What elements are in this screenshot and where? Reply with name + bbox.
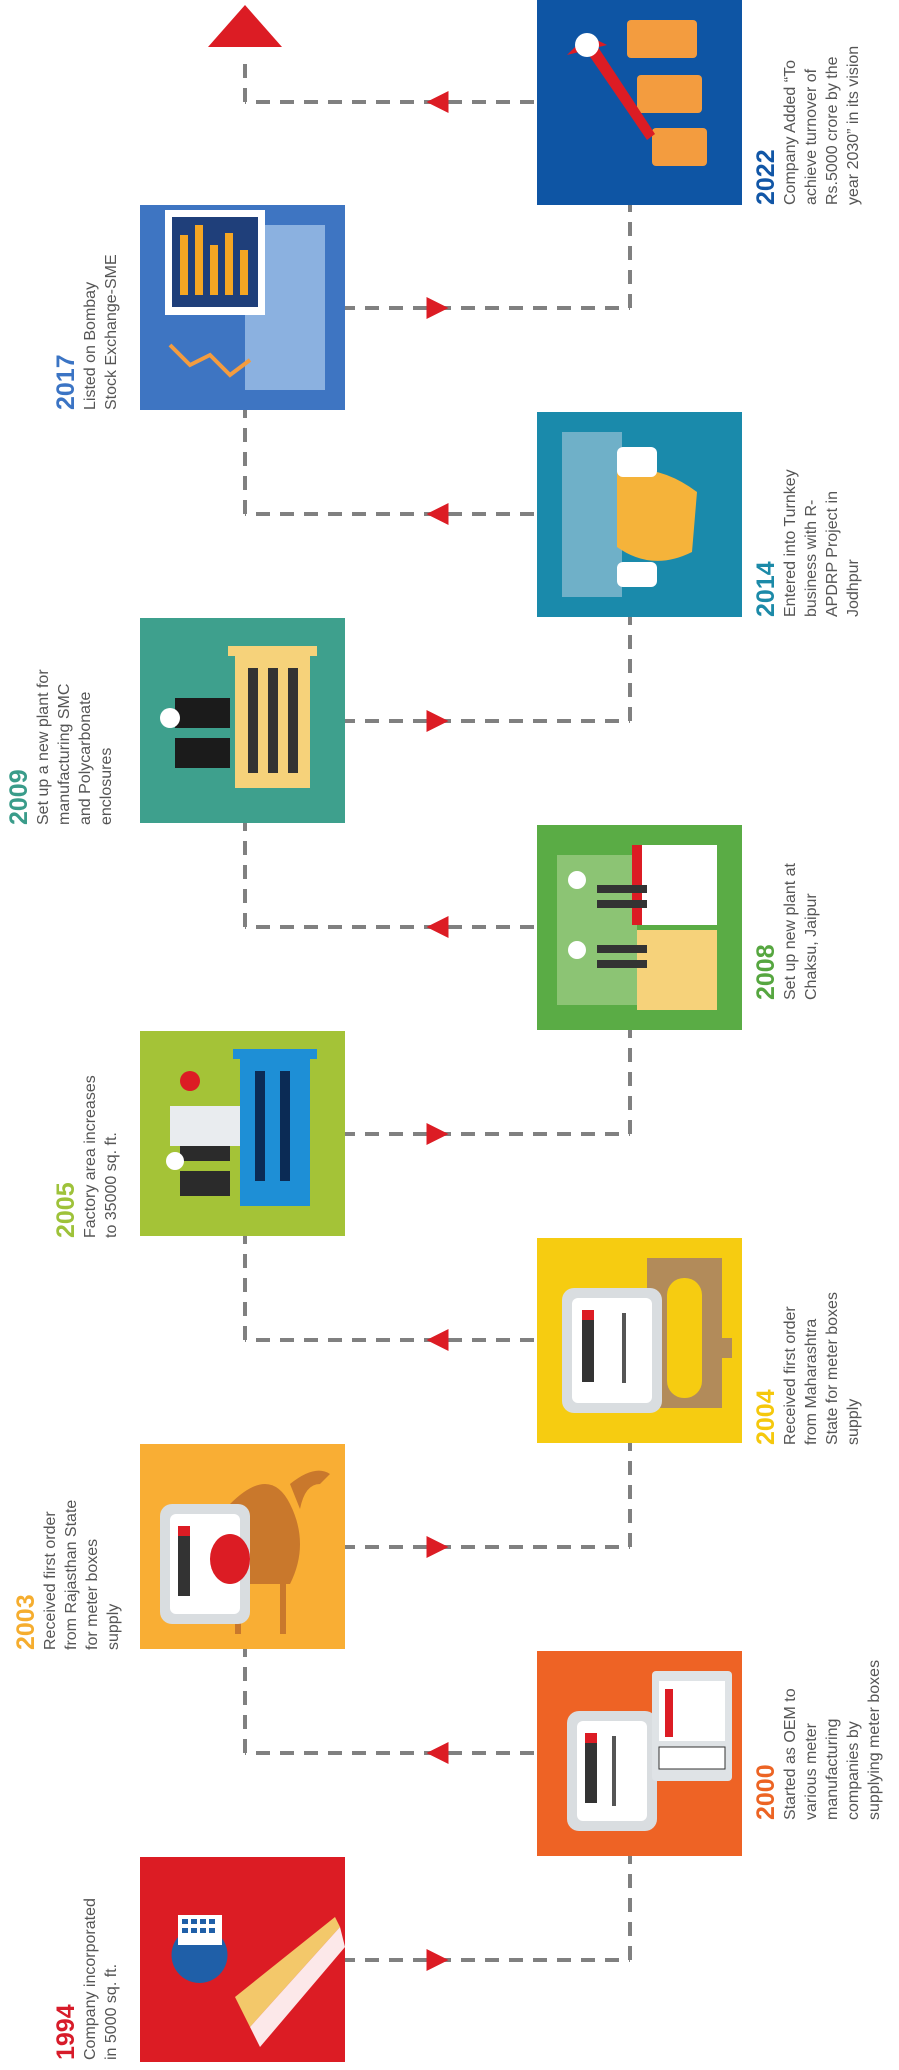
year-label: 2000 [752,1764,780,1820]
tile-2004 [537,1238,742,1443]
caption-2008: 2008 Set up new plant at Chaksu, Jaipur [752,863,822,1000]
year-label: 2004 [752,1389,780,1445]
caption-2017: 2017 Listed on Bombay Stock Exchange-SME [52,254,122,410]
caption-2005: 2005 Factory area increases to 35000 sq.… [52,1075,122,1238]
flow-arrow-icon [426,297,449,319]
caption-line: Listed on Bombay [82,281,99,410]
flow-arrow-icon [426,1329,449,1351]
flow-arrow-icon [426,916,449,938]
flow-arrow-icon [426,91,449,113]
caption-line: Set up a new plant for [35,669,52,825]
caption-line: and Polycarbonate [77,691,94,825]
tile-2017 [140,205,345,410]
flow-arrow-icon [426,1123,449,1145]
caption-line: Stock Exchange-SME [103,254,120,410]
flow-arrow-icon [426,1742,449,1764]
flow-arrow-icon [426,1949,449,1971]
tile-2003 [140,1444,345,1649]
caption-line: supply [105,1603,122,1650]
flow-arrow-icon [426,503,449,525]
caption-2014: 2014 Entered into Turnkey business with … [752,469,864,617]
caption-line: from Maharashtra [803,1318,820,1445]
caption-line: Factory area increases [82,1075,99,1238]
caption-2022: 2022 Company Added “To achieve turnover … [752,46,864,205]
flow-arrow-icon [426,1536,449,1558]
handshake-icon [537,412,742,617]
plant-palace-icon [537,825,742,1030]
year-label: 2009 [5,769,33,825]
caption-line: State for meter boxes [824,1292,841,1445]
tile-2008 [537,825,742,1030]
year-label: 2005 [52,1182,80,1238]
caption-line: Entered into Turnkey [782,469,799,617]
caption-2004: 2004 Received first order from Maharasht… [752,1292,864,1445]
tile-2000 [537,1651,742,1856]
year-label: 2014 [752,561,780,617]
year-label: 2008 [752,944,780,1000]
year-label: 2017 [52,354,80,410]
caption-2003: 2003 Received first order from Rajasthan… [12,1500,124,1650]
caption-line: business with R- [803,499,820,617]
meter-camel-icon [140,1444,345,1649]
caption-line: enclosures [98,747,115,825]
caption-line: achieve turnover of [803,68,820,205]
caption-line: Rs.5000 crore by the [824,56,841,205]
caption-2009: 2009 Set up a new plant for manufacturin… [5,669,117,825]
tile-2009 [140,618,345,823]
tile-2005 [140,1031,345,1236]
caption-1994: 1994 Company incorporated in 5000 sq. ft… [52,1898,122,2060]
caption-line: manufacturing SMC [56,683,73,825]
caption-line: APDRP Project in [824,491,841,617]
caption-line: Company incorporated [82,1898,99,2060]
caption-2000: 2000 Started as OEM to various meter man… [752,1660,885,1820]
caption-line: year 2030” in its vision [845,45,862,205]
caption-line: Started as OEM to [782,1688,799,1820]
year-label: 1994 [52,2004,80,2060]
caption-line: in 5000 sq. ft. [103,1963,120,2060]
caption-line: supply [845,1398,862,1445]
meter-box-icon [537,1651,742,1856]
caption-line: for meter boxes [84,1538,101,1650]
tile-2014 [537,412,742,617]
stock-exchange-icon [140,205,345,410]
caption-line: various meter [803,1723,820,1820]
tile-2022 [537,0,742,205]
meter-gateway-icon [537,1238,742,1443]
factory-icon [140,1031,345,1236]
caption-line: supplying meter boxes [866,1659,883,1820]
flow-arrow-icon [426,710,449,732]
year-label: 2003 [12,1594,40,1650]
caption-line: Received first order [42,1511,59,1650]
caption-line: Received first order [782,1306,799,1445]
caption-line: Jodhpur [845,559,862,617]
caption-line: Company Added “To [782,60,799,205]
caption-line: to 35000 sq. ft. [103,1132,120,1238]
year-label: 2022 [752,149,780,205]
caption-line: manufacturing [824,1718,841,1820]
building-location-icon [140,1857,345,2062]
caption-line: from Rajasthan State [63,1499,80,1650]
top-arrow-icon [208,5,282,47]
caption-line: Chaksu, Jaipur [803,893,820,1000]
caption-line: companies by [845,1721,862,1820]
caption-line: Set up new plant at [782,863,799,1000]
rupee-growth-icon [537,0,742,205]
tile-1994 [140,1857,345,2062]
factory-icon [140,618,345,823]
